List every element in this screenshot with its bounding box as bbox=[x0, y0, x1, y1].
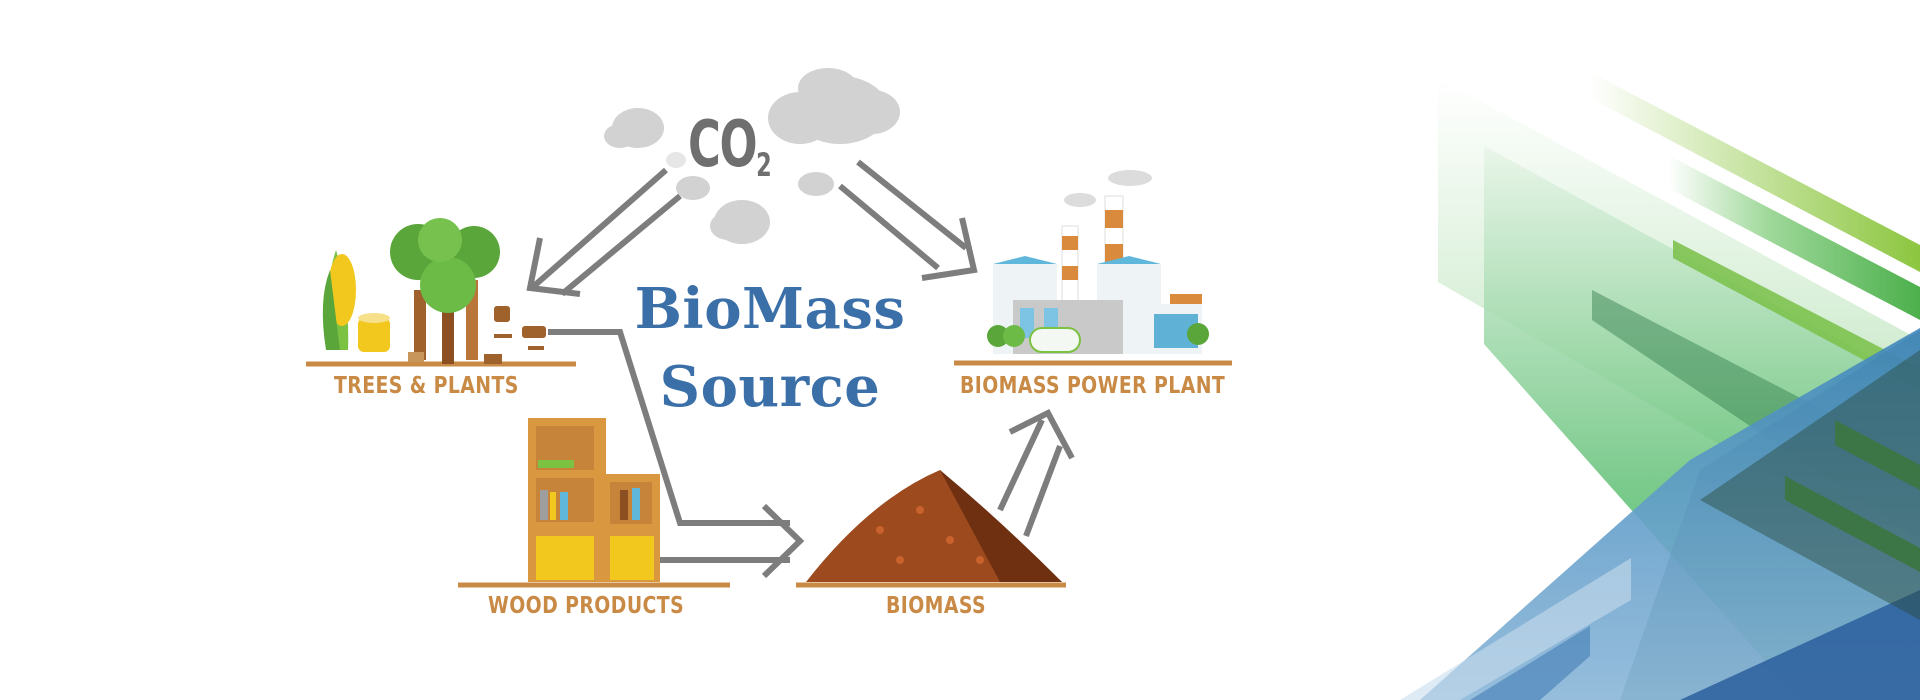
title-line-2: Source bbox=[659, 354, 881, 420]
title-line-1: BioMass bbox=[634, 276, 906, 342]
cloud-icon bbox=[604, 68, 900, 244]
biomass-pile-icon bbox=[796, 470, 1066, 588]
flow-arrows bbox=[526, 159, 1075, 579]
node-label-wood-products: WOOD PRODUCTS bbox=[488, 593, 685, 619]
node-label-trees-plants: TREES & PLANTS bbox=[334, 373, 519, 399]
co2-label: CO2 bbox=[688, 108, 772, 184]
bookshelf-icon bbox=[458, 418, 730, 588]
node-label-biomass: BIOMASS bbox=[886, 593, 986, 619]
trees-corn-icon bbox=[306, 218, 576, 367]
node-label-biomass-power-plant: BIOMASS POWER PLANT bbox=[960, 373, 1226, 399]
power-plant-icon bbox=[954, 170, 1232, 366]
page-title: BioMass Source bbox=[600, 270, 940, 426]
